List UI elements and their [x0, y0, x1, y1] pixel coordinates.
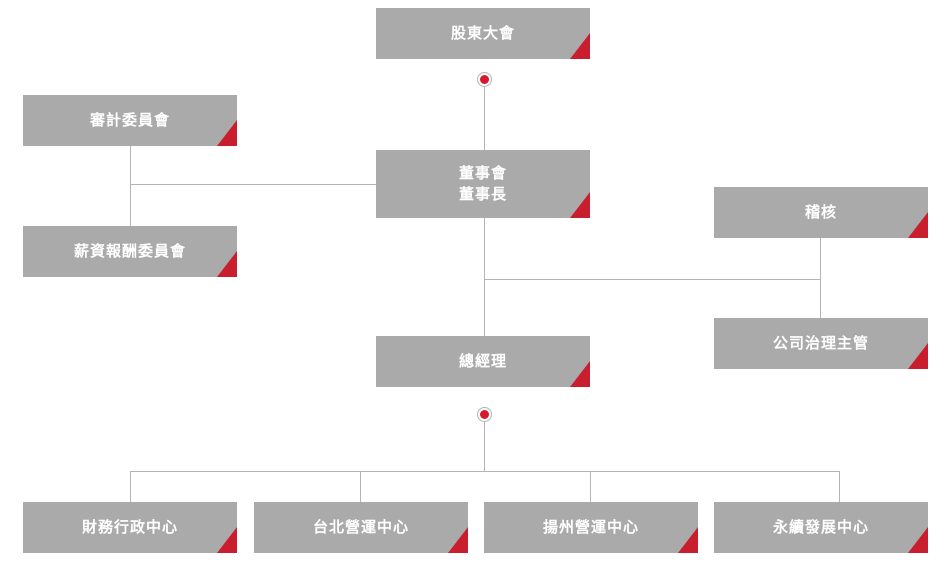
corner-accent	[570, 192, 590, 218]
chairman-label: 董事長	[458, 185, 507, 203]
compensation-committee-label: 薪資報酬委員會	[73, 242, 186, 260]
center-label: 財務行政中心	[81, 518, 178, 536]
connector-center-1	[130, 471, 131, 502]
connector-center-4	[839, 471, 840, 502]
center-finance-admin-box: 財務行政中心	[23, 502, 237, 553]
compensation-committee-box: 薪資報酬委員會	[23, 226, 237, 277]
shareholders-label: 股東大會	[450, 24, 515, 42]
connector-committees-board	[130, 184, 376, 185]
corner-accent	[678, 527, 698, 553]
connector-audit-governance	[820, 238, 821, 318]
corner-accent	[448, 527, 468, 553]
internal-audit-label: 稽核	[804, 203, 837, 221]
board-label: 董事會	[458, 164, 507, 182]
center-label: 揚州營運中心	[542, 518, 639, 536]
connector-center-2	[360, 471, 361, 502]
connector-committees	[130, 146, 131, 226]
audit-committee-box: 審計委員會	[23, 95, 237, 146]
connector-board-general-manager	[484, 218, 485, 336]
governance-officer-box: 公司治理主管	[714, 318, 928, 369]
board-box: 董事會 董事長	[376, 150, 590, 218]
corner-accent	[570, 33, 590, 59]
junction-node-bottom	[478, 408, 491, 421]
junction-node-top	[478, 73, 491, 86]
corner-accent	[570, 361, 590, 387]
corner-accent	[217, 251, 237, 277]
corner-accent	[908, 212, 928, 238]
center-sustainability-box: 永續發展中心	[714, 502, 928, 553]
general-manager-label: 總經理	[458, 352, 507, 370]
connector-general-manager-centers	[484, 416, 485, 471]
corner-accent	[908, 527, 928, 553]
center-yangzhou-ops-box: 揚州營運中心	[484, 502, 698, 553]
corner-accent	[908, 343, 928, 369]
audit-committee-label: 審計委員會	[89, 111, 170, 129]
governance-officer-label: 公司治理主管	[772, 334, 869, 352]
center-label: 台北營運中心	[312, 518, 409, 536]
corner-accent	[217, 527, 237, 553]
general-manager-box: 總經理	[376, 336, 590, 387]
connector-board-audit	[484, 279, 820, 280]
center-taipei-ops-box: 台北營運中心	[254, 502, 468, 553]
connector-shareholders-board	[484, 80, 485, 150]
shareholders-box: 股東大會	[376, 8, 590, 59]
connector-center-3	[590, 471, 591, 502]
center-label: 永續發展中心	[772, 518, 869, 536]
corner-accent	[217, 120, 237, 146]
connector-centers-bus	[130, 471, 839, 472]
internal-audit-box: 稽核	[714, 187, 928, 238]
